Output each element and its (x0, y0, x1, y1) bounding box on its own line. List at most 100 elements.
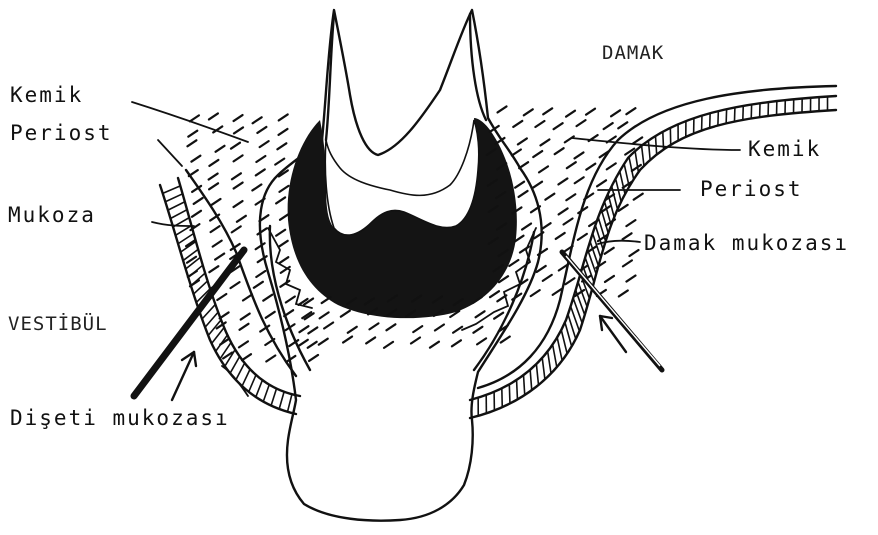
hatch-dash (239, 324, 248, 330)
label-diseti-mukozasi: Dişeti mukozası (10, 406, 230, 430)
hatch-dash (533, 151, 542, 157)
mucosa-rung (191, 273, 205, 286)
hatch-dash (209, 160, 218, 166)
hatch-dash (242, 354, 251, 360)
hatch-dash (626, 108, 635, 114)
hatch-dash (213, 241, 222, 247)
hatch-dash (257, 127, 266, 133)
hatch-dash (188, 131, 197, 137)
hatch-dash (232, 173, 241, 179)
mucosa-rung (188, 265, 202, 277)
hatch-dash (559, 208, 568, 214)
mucosa-rung (256, 380, 263, 397)
mucosa-rung (263, 385, 269, 402)
mucosa-rung (565, 322, 572, 346)
hatch-dash (279, 114, 288, 120)
hatch-dash (618, 122, 627, 128)
hatch-dash (543, 275, 552, 281)
hatch-dash (607, 163, 616, 169)
hatch-dash (234, 127, 243, 133)
hatch-dash (187, 140, 196, 146)
hatch-dash (604, 123, 613, 129)
hatch-dash (586, 164, 595, 170)
hatch-dash (256, 271, 265, 277)
hatch-dash (322, 297, 331, 303)
label-mukoza: Mukoza (8, 203, 96, 227)
hatch-dash (237, 216, 246, 222)
hatch-dash (341, 311, 350, 317)
hatch-dash (476, 311, 485, 317)
hatch-dash (619, 290, 628, 296)
hatch-dash (558, 178, 567, 184)
hatch-dash (512, 150, 521, 156)
mucosa-rung (165, 194, 182, 202)
hatch-dash (234, 183, 243, 189)
hatch-dash (626, 276, 635, 282)
mucosa-rung (530, 370, 532, 390)
hatch-dash (473, 327, 482, 333)
hatch-dash (623, 260, 632, 266)
hatch-dash (554, 123, 563, 129)
hatch-dash (215, 254, 224, 260)
hatch-dash (542, 223, 551, 229)
hatch-dash (453, 327, 462, 333)
hatch-dash (543, 108, 552, 114)
hatch-dash (611, 110, 620, 116)
hatch-dash (566, 111, 575, 117)
mucosa-rung (524, 375, 525, 395)
hatch-dash (280, 281, 289, 287)
hatch-dash (509, 260, 518, 266)
hatch-dash (430, 342, 439, 348)
hatch-dash (605, 276, 614, 282)
mucosa-rung (624, 164, 629, 187)
root-canal-line-right (470, 14, 486, 120)
pulp-dark-region (288, 118, 517, 318)
hatch-dash (566, 194, 575, 200)
mucosa-rung (171, 210, 188, 219)
mucosa-rung (561, 330, 567, 354)
hatch-dash (531, 290, 540, 296)
hatch-dash (280, 214, 289, 220)
mucosa-rung (183, 249, 198, 260)
hatch-dash (319, 339, 328, 345)
hatch-dash (556, 233, 565, 239)
hatch-dash (263, 295, 272, 301)
mucosa-rung (242, 369, 250, 386)
hatch-dash (535, 121, 544, 127)
hatch-dash (386, 324, 395, 330)
hatch-dash (194, 198, 203, 204)
mucosa-rung (271, 389, 276, 406)
mucosa-rung (536, 364, 538, 385)
hatch-dash (519, 191, 528, 197)
left-instrument (134, 250, 244, 396)
mucosa-rung (168, 202, 185, 210)
hatch-dash (518, 138, 527, 144)
mucosa-rung (548, 351, 551, 373)
mucosa-rung (553, 345, 557, 368)
hatch-dash (211, 226, 220, 232)
hatch-dash (277, 143, 286, 149)
hatch-dash (513, 121, 522, 127)
hatch-dash (564, 219, 573, 225)
hatch-dash (286, 296, 295, 302)
hatch-dash (276, 230, 285, 236)
hatch-dash (209, 266, 218, 272)
hatch-dash (256, 169, 265, 175)
hatch-dash (266, 312, 275, 318)
mucosa-rung (249, 375, 256, 392)
hatch-dash (209, 113, 218, 119)
mucosa-rung (279, 392, 284, 409)
mucosa-rung (517, 380, 518, 399)
hatch-dash (519, 162, 528, 168)
right-instrument-highlight (566, 256, 660, 366)
hatch-dash (232, 226, 241, 232)
label-damak-mukozasi: Damak mukozası (644, 231, 849, 255)
hatch-dash (629, 250, 638, 256)
label-periost-right: Periost (700, 177, 803, 201)
hatch-dash (545, 194, 554, 200)
hatch-dash (324, 323, 333, 329)
hatch-dash (575, 177, 584, 183)
hatch-dash (567, 162, 576, 168)
hatch-dash (216, 146, 225, 152)
hatch-dash (413, 326, 422, 332)
